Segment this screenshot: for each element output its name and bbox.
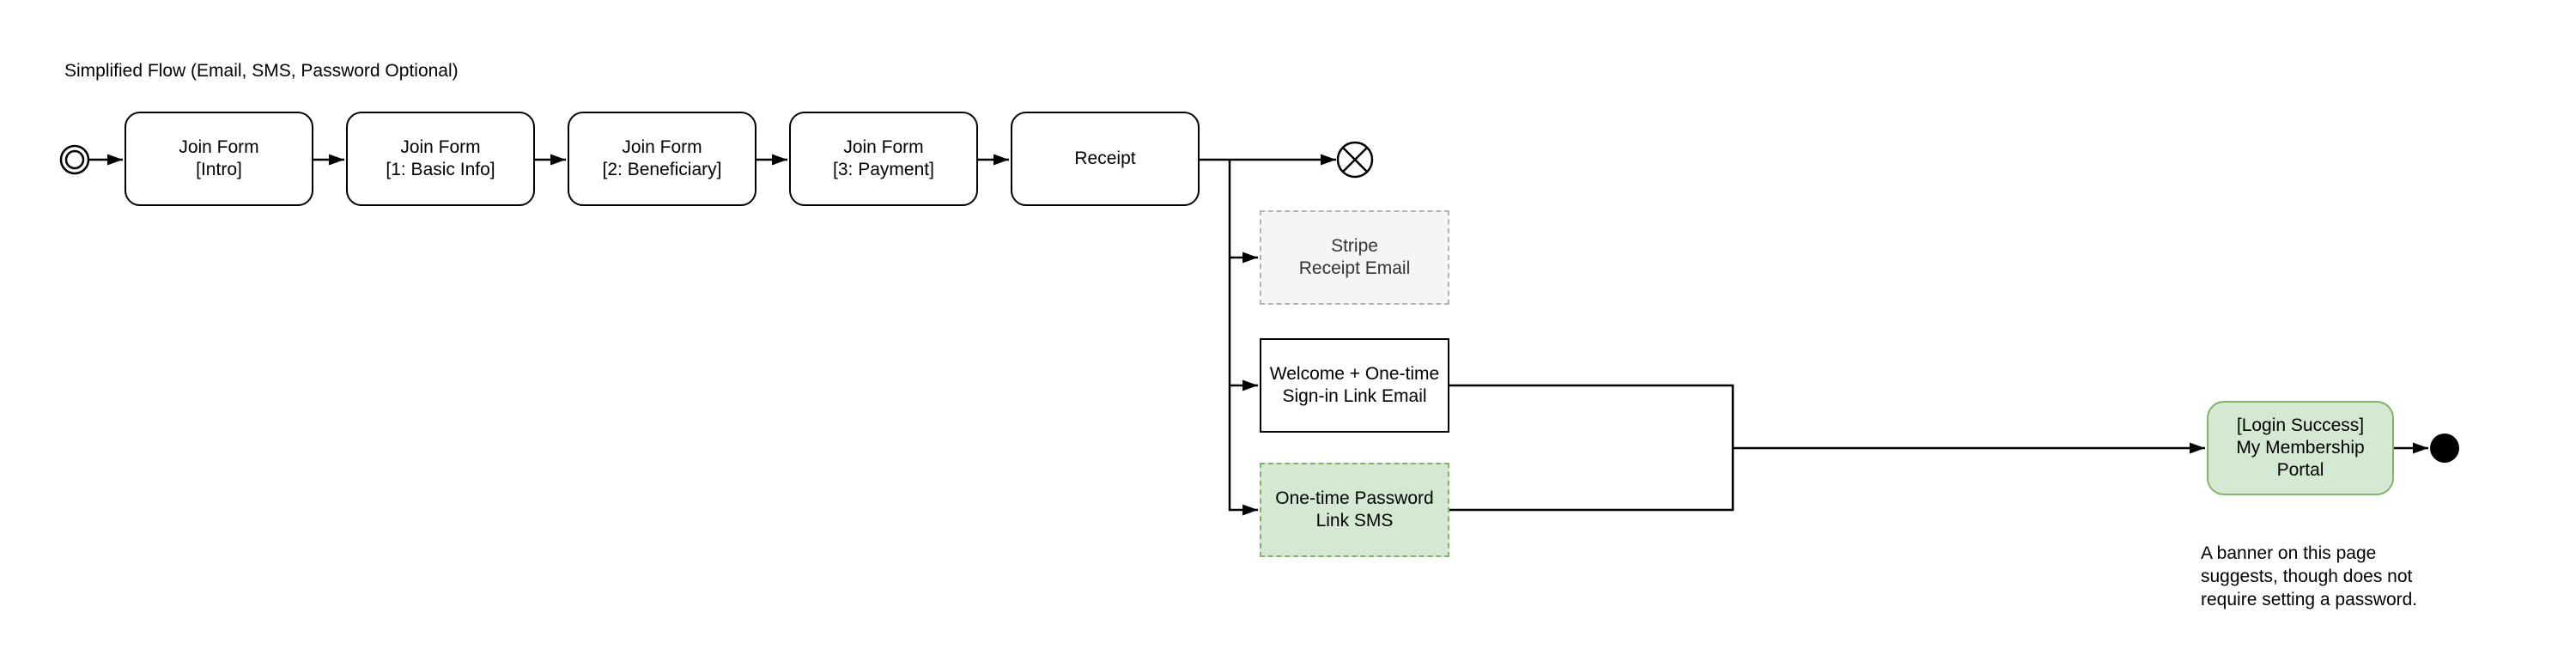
end-event-icon: [2430, 434, 2459, 463]
node-label-line: Receipt: [1074, 149, 1136, 168]
node-join-form-intro: Join Form [Intro]: [125, 112, 313, 206]
node-receipt: Receipt: [1011, 112, 1200, 206]
node-label-line: Join Form: [843, 137, 924, 157]
node-label-line: Link SMS: [1315, 511, 1394, 531]
node-label-line: Join Form: [179, 137, 259, 157]
node-label-line: [3: Payment]: [833, 160, 934, 179]
node-join-form-basic-info: Join Form [1: Basic Info]: [346, 112, 535, 206]
note-line: A banner on this page: [2201, 543, 2377, 563]
node-label-line: [1: Basic Info]: [386, 160, 495, 179]
node-label-line: Portal: [2276, 460, 2324, 480]
node-stripe-receipt-email: Stripe Receipt Email: [1260, 210, 1449, 305]
node-join-form-payment: Join Form [3: Payment]: [789, 112, 978, 206]
node-label-line: Stripe: [1331, 236, 1378, 256]
node-label-line: My Membership: [2236, 438, 2365, 458]
node-label-line: Receipt Email: [1298, 258, 1411, 278]
note-line: suggests, though does not: [2201, 567, 2413, 586]
node-label-line: Join Form: [622, 137, 702, 157]
node-membership-portal: [Login Success] My Membership Portal: [2207, 401, 2394, 495]
node-label-line: Welcome + One-time: [1269, 364, 1440, 384]
node-join-form-beneficiary: Join Form [2: Beneficiary]: [568, 112, 756, 206]
note-line: require setting a password.: [2201, 590, 2418, 609]
banner-note: A banner on this page suggests, though d…: [2201, 542, 2417, 611]
node-onetime-password-sms: One-time Password Link SMS: [1260, 463, 1449, 557]
node-label-line: [2: Beneficiary]: [602, 160, 722, 179]
merge-line-from-sms: [1449, 448, 1735, 512]
branch-line-to-sms: [1228, 160, 1258, 516]
start-event-icon: [59, 144, 90, 175]
node-label-line: Join Form: [400, 137, 481, 157]
node-label-line: [Login Success]: [2236, 415, 2365, 435]
node-label-line: [Intro]: [196, 160, 242, 179]
merge-line-from-welcome: [1449, 384, 1735, 448]
node-label-line: One-time Password: [1275, 488, 1434, 508]
node-welcome-signin-email: Welcome + One-time Sign-in Link Email: [1260, 338, 1449, 433]
node-label-line: Sign-in Link Email: [1282, 386, 1427, 406]
cancel-end-event-icon: [1336, 141, 1374, 179]
diagram-title: Simplified Flow (Email, SMS, Password Op…: [64, 61, 459, 81]
